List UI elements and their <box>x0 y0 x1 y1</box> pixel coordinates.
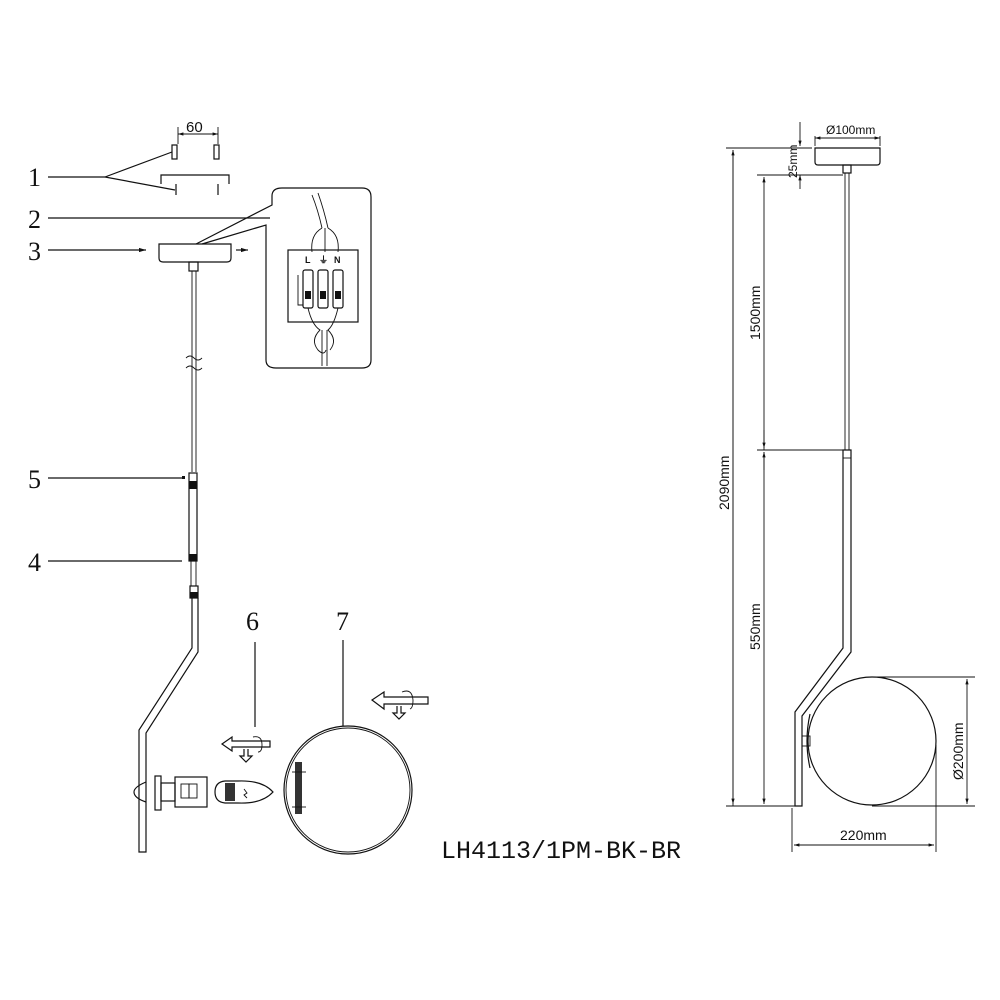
model-code: LH4113/1PM-BK-BR <box>441 837 681 866</box>
canopy-part <box>158 243 232 272</box>
socket-assembly <box>133 775 208 811</box>
dimensioned-elevation: Ø100mm 25mm 2090mm 1500mm 550mm Ø200mm 2… <box>716 122 975 852</box>
bulb-part <box>214 642 274 804</box>
canopy-height-dimension: 25mm <box>786 145 800 178</box>
part-label-1: 1 <box>28 163 41 192</box>
rod-length-dimension: 550mm <box>747 603 763 650</box>
total-width-dimension: 220mm <box>840 827 887 843</box>
glass-globe-part <box>283 640 429 855</box>
total-height-dimension: 2090mm <box>716 456 732 510</box>
part-label-3: 3 <box>28 237 41 266</box>
terminal-label-l: L <box>305 255 311 265</box>
part-label-5: 5 <box>28 465 41 494</box>
cable-length-dimension: 1500mm <box>747 286 763 340</box>
part-label-6: 6 <box>246 607 259 636</box>
canopy-diameter-dimension: Ø100mm <box>826 123 875 137</box>
suspension-cable <box>185 271 203 472</box>
mounting-hardware <box>48 127 230 195</box>
terminal-label-n: N <box>334 255 341 265</box>
part-label-4: 4 <box>28 548 41 577</box>
part-label-2: 2 <box>28 205 41 234</box>
exploded-assembly: L ⏚ N <box>28 119 429 855</box>
terminal-label-ground: ⏚ <box>319 255 328 265</box>
wiring-detail-callout: L ⏚ N <box>195 187 372 369</box>
part-label-7: 7 <box>336 607 349 636</box>
rod-upper <box>188 472 198 562</box>
mount-spacing-label: 60 <box>186 119 203 136</box>
rod-lower <box>138 561 199 853</box>
globe-diameter-dimension: Ø200mm <box>950 722 966 780</box>
